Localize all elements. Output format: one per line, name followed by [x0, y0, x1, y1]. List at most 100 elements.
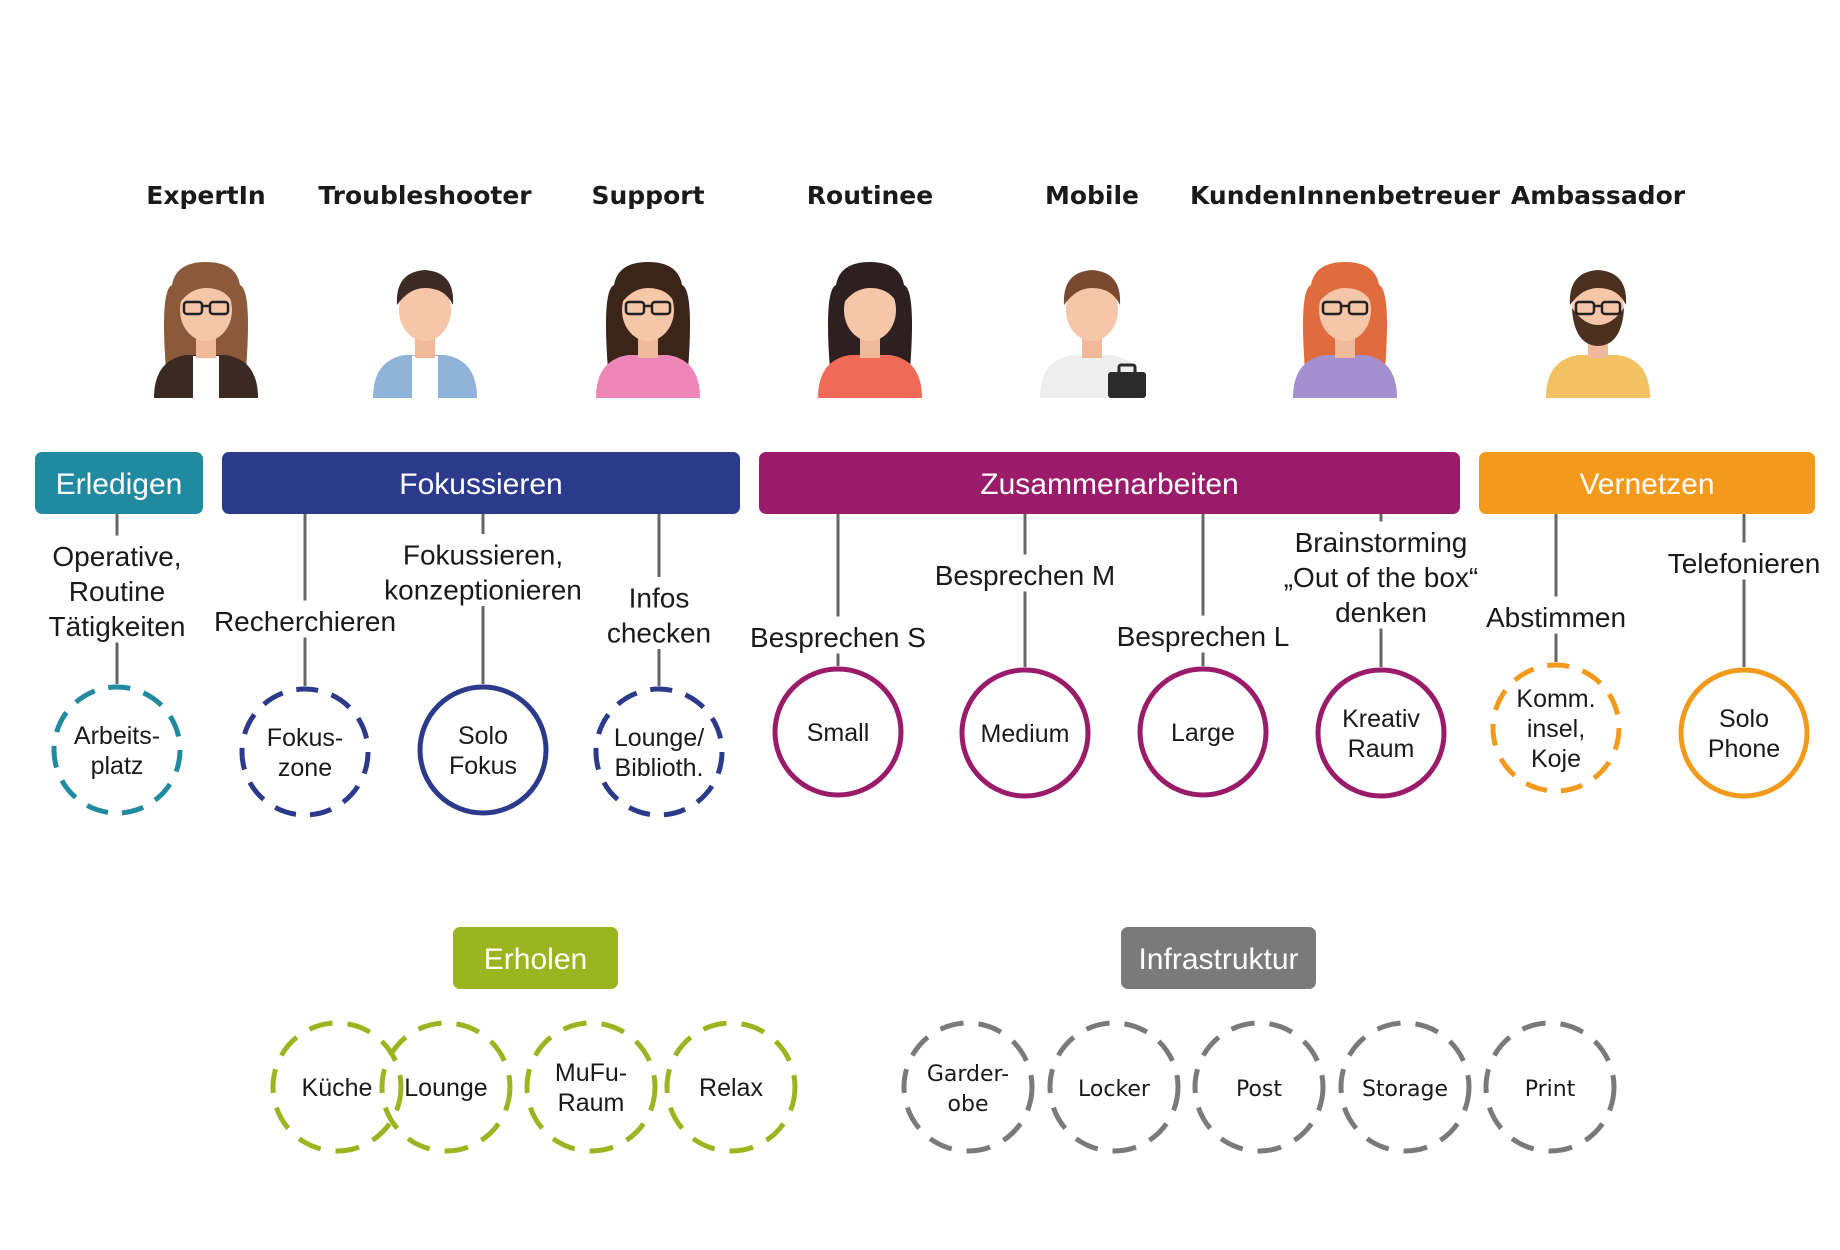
group-item-label-line: Küche — [302, 1074, 373, 1102]
glasses-right-lens — [208, 300, 230, 316]
space-circle — [239, 686, 371, 818]
face-shape — [844, 279, 896, 341]
group-item-label-line: Lounge — [404, 1074, 487, 1102]
space-label-line: zone — [278, 754, 332, 782]
space-circle — [901, 1020, 1035, 1154]
person-avatar-icon — [1293, 262, 1397, 398]
beard-shape — [1572, 308, 1624, 346]
hair-top-shape — [396, 270, 454, 305]
glasses-right-lens — [650, 300, 672, 316]
group-item-label-line: MuFu- — [555, 1059, 627, 1087]
hair-top-shape — [1569, 270, 1627, 305]
category-header-label: Erledigen — [56, 468, 183, 501]
space-label-line: Large — [1171, 719, 1235, 747]
shirt-front-shape — [193, 356, 219, 398]
activity-label: Besprechen L — [1117, 621, 1290, 652]
activity-label-line: checken — [607, 618, 711, 649]
persona-name: Ambassador — [1511, 181, 1686, 210]
activity-label-line: Abstimmen — [1486, 602, 1626, 633]
space-label-line: Raum — [1348, 735, 1415, 763]
person-avatar-icon — [818, 262, 922, 398]
category-header-box — [759, 452, 1460, 514]
space-label-line: Biblioth. — [615, 754, 704, 782]
activity-label: Fokussieren, konzeptionieren — [384, 540, 582, 606]
activity-label-line: konzeptionieren — [384, 575, 582, 606]
persona: Support — [591, 181, 705, 398]
activity: Besprechen L Large — [1117, 621, 1290, 798]
shirt-front-shape — [1585, 356, 1611, 398]
space-label-line: Phone — [1708, 735, 1780, 763]
activity-label-line: Brainstorming — [1295, 527, 1468, 558]
activity-label-line: Besprechen L — [1117, 621, 1290, 652]
face-shape — [1066, 279, 1118, 341]
group-item-label: MuFu-Raum — [555, 1059, 627, 1117]
group-item-label-line: Storage — [1362, 1077, 1448, 1102]
space-label-line: Fokus — [449, 752, 517, 780]
space-circle — [270, 1020, 404, 1154]
space-label-line: Arbeits- — [74, 722, 160, 750]
space-circle — [417, 684, 549, 816]
persona-name: Troubleshooter — [318, 181, 532, 210]
space-label-line: platz — [91, 752, 144, 780]
space-label: Medium — [981, 720, 1070, 748]
persona-name: Routinee — [807, 181, 933, 210]
group-item-label-line: Raum — [558, 1089, 625, 1117]
group-item: Locker — [1047, 1020, 1181, 1154]
space-label-line: Kreativ — [1342, 705, 1420, 733]
persona: Mobile — [1040, 181, 1146, 398]
space-label: Large — [1171, 719, 1235, 747]
group-item-label-line: Relax — [699, 1074, 763, 1102]
category-header-label: Zusammenarbeiten — [980, 468, 1238, 501]
space-circle — [1192, 1020, 1326, 1154]
group-item: Storage — [1338, 1020, 1472, 1154]
category-fokussieren: FokussierenRecherchierenFokus-zoneFokuss… — [214, 452, 740, 818]
space-circle — [1137, 666, 1269, 798]
glasses-right-lens — [1600, 300, 1622, 316]
space-circle — [1483, 1020, 1617, 1154]
person-avatar-icon — [596, 262, 700, 398]
category-header-label: Vernetzen — [1579, 468, 1714, 501]
group-header-label: Erholen — [484, 943, 587, 976]
group-item-label: Lounge — [404, 1074, 487, 1102]
space-label-line: Lounge/ — [614, 724, 704, 752]
category-header-box — [35, 452, 203, 514]
activity-label-line: Telefonieren — [1668, 548, 1821, 579]
group-item: Lounge — [379, 1020, 513, 1154]
face-shape — [399, 279, 451, 341]
activity-label-line: Fokussieren, — [403, 540, 563, 571]
group-item-label-line: Locker — [1078, 1077, 1151, 1102]
persona: Troubleshooter — [318, 181, 532, 398]
space-circle — [1678, 667, 1810, 799]
group-item: Relax — [664, 1020, 798, 1154]
space-circle — [959, 667, 1091, 799]
space-circle — [524, 1020, 658, 1154]
category-header-box — [222, 452, 740, 514]
space-label: Komm.insel,Koje — [1516, 685, 1595, 773]
activity-label: Brainstorming„Out of the box“denken — [1284, 527, 1479, 628]
hair-top-shape — [841, 270, 899, 305]
group-item-label-line: obe — [948, 1092, 989, 1117]
group-item-label: Relax — [699, 1074, 763, 1102]
space-label-line: Koje — [1531, 745, 1581, 773]
personas: ExpertIn Troubleshooter Support Routinee Mob… — [146, 181, 1686, 398]
activity-label-line: „Out of the box“ — [1284, 562, 1479, 593]
face-shape — [1319, 279, 1371, 341]
person-avatar-icon — [1546, 270, 1650, 398]
space-circle — [772, 666, 904, 798]
glasses-left-lens — [182, 300, 204, 316]
space-circle — [1338, 1020, 1472, 1154]
glasses-left-lens — [1321, 300, 1343, 316]
person-avatar-icon — [1040, 270, 1146, 398]
persona: KundenInnenbetreuer — [1190, 181, 1501, 398]
persona-name: ExpertIn — [146, 181, 265, 210]
activity-label: Recherchieren — [214, 606, 396, 637]
